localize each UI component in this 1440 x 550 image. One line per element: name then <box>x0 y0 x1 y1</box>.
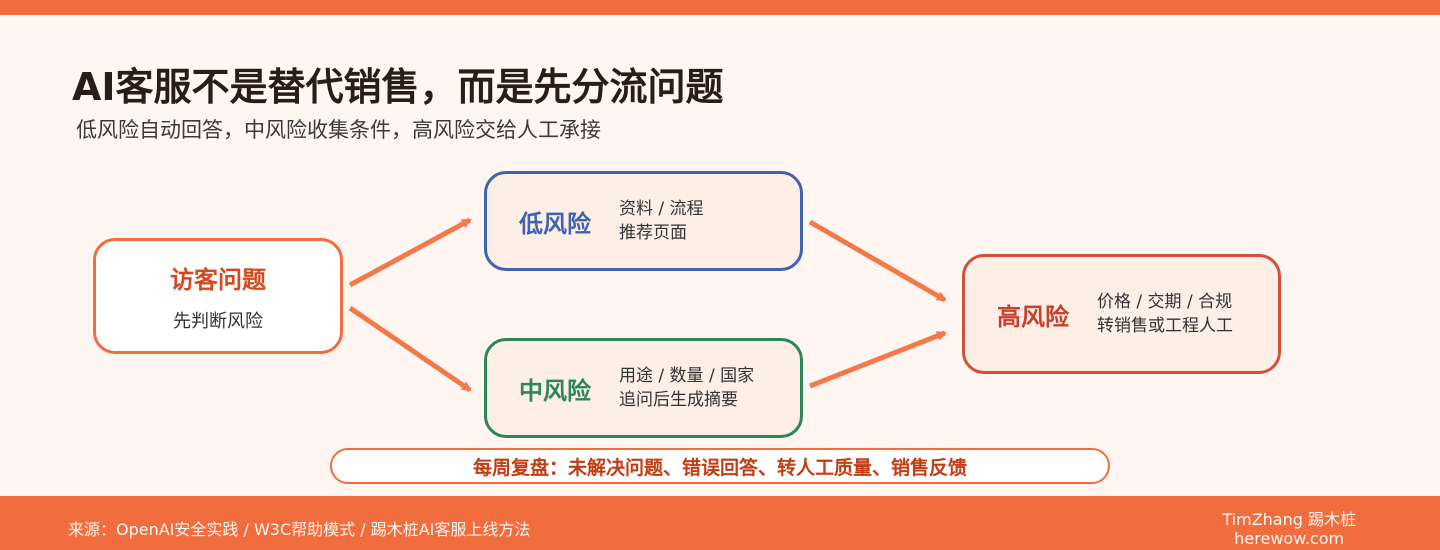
top-accent-bar <box>0 0 1440 15</box>
footer-brand: TimZhang 踢木桩 herewow.com <box>1222 510 1356 548</box>
footer-brand-site: herewow.com <box>1234 529 1345 548</box>
node-high-risk-details: 价格 / 交期 / 合规 转销售或工程人工 <box>1097 290 1233 338</box>
arrow-low-to-high <box>808 219 947 303</box>
node-high-risk: 高风险 价格 / 交期 / 合规 转销售或工程人工 <box>962 254 1281 374</box>
arrow-visitor-to-low <box>348 217 472 288</box>
arrow-visitor-to-mid <box>348 305 472 393</box>
footer-brand-name: TimZhang 踢木桩 <box>1222 510 1356 529</box>
page-subtitle: 低风险自动回答，中风险收集条件，高风险交给人工承接 <box>76 118 601 142</box>
node-mid-risk-details: 用途 / 数量 / 国家 追问后生成摘要 <box>619 364 754 412</box>
node-low-risk: 低风险 资料 / 流程 推荐页面 <box>484 171 803 271</box>
node-high-risk-line2: 转销售或工程人工 <box>1097 316 1233 336</box>
node-low-risk-line2: 推荐页面 <box>619 223 687 243</box>
node-visitor-question: 访客问题 先判断风险 <box>93 238 343 354</box>
node-high-risk-line1: 价格 / 交期 / 合规 <box>1097 292 1233 312</box>
node-low-risk-line1: 资料 / 流程 <box>619 199 704 219</box>
node-visitor-desc: 先判断风险 <box>173 310 263 332</box>
weekly-review-banner: 每周复盘：未解决问题、错误回答、转人工质量、销售反馈 <box>330 448 1110 484</box>
footer-bar: 来源：OpenAI安全实践 / W3C帮助模式 / 踢木桩AI客服上线方法 Ti… <box>0 496 1440 550</box>
node-low-risk-details: 资料 / 流程 推荐页面 <box>619 197 704 245</box>
node-mid-risk-label: 中风险 <box>519 376 591 405</box>
footer-source: 来源：OpenAI安全实践 / W3C帮助模式 / 踢木桩AI客服上线方法 <box>68 520 531 539</box>
node-mid-risk-line1: 用途 / 数量 / 国家 <box>619 366 755 386</box>
node-mid-risk: 中风险 用途 / 数量 / 国家 追问后生成摘要 <box>484 338 803 438</box>
node-low-risk-label: 低风险 <box>519 209 591 238</box>
node-visitor-name: 访客问题 <box>170 265 266 294</box>
node-high-risk-label: 高风险 <box>997 302 1069 331</box>
page-title: AI客服不是替代销售，而是先分流问题 <box>72 65 724 109</box>
node-mid-risk-line2: 追问后生成摘要 <box>619 390 738 410</box>
arrow-mid-to-high <box>809 330 947 389</box>
